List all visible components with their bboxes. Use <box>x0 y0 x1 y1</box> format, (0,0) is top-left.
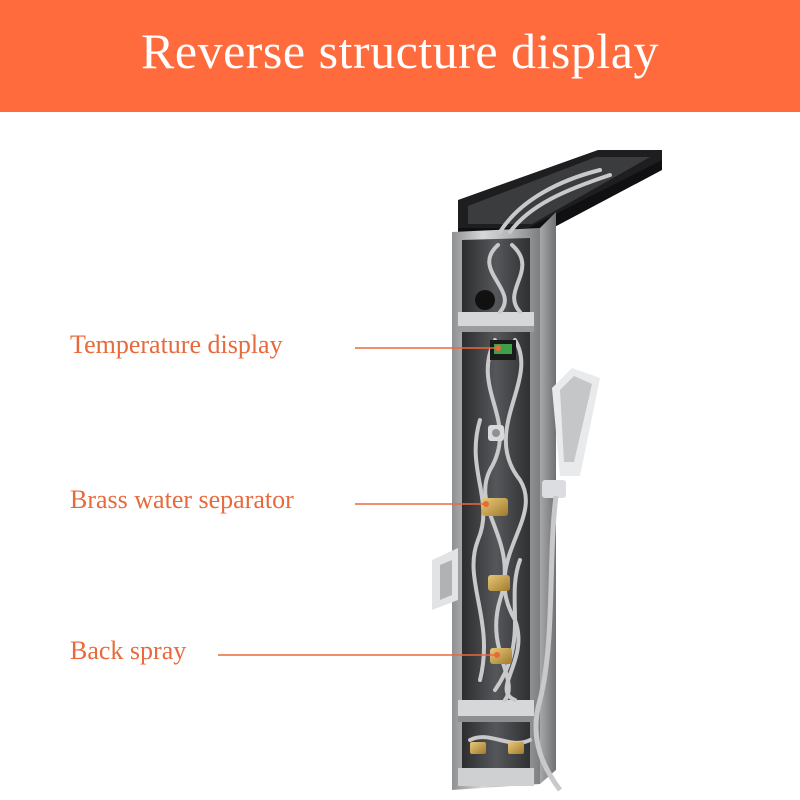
title-banner: Reverse structure display <box>0 0 800 112</box>
shower-panel-illustration <box>218 150 662 792</box>
hand-shower <box>533 368 600 792</box>
temperature-display-module <box>475 290 516 360</box>
label-brass-water-separator: Brass water separator <box>70 485 294 514</box>
label-back-spray: Back spray <box>70 636 187 665</box>
page-title: Reverse structure display <box>141 23 659 79</box>
leader-lines <box>218 345 501 658</box>
body-spray-nozzle <box>488 425 504 441</box>
label-temperature-display: Temperature display <box>70 330 283 359</box>
side-sprayer <box>432 548 458 610</box>
